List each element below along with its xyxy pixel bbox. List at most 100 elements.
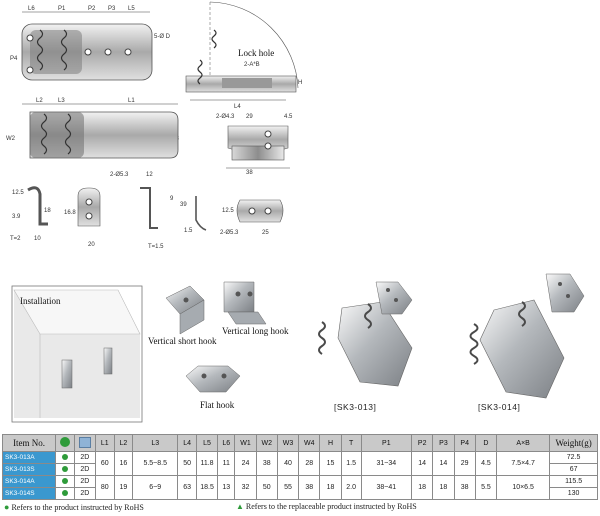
- weight-cell: 72.5: [549, 451, 598, 464]
- mounting-plate-view: 2-Ø4.3 29 4.5 38: [216, 114, 293, 176]
- footnote-replaceable-text: Refers to the replaceable product instru…: [245, 502, 417, 511]
- dim-38: 38: [246, 170, 253, 176]
- cell-t: 1.5: [340, 451, 362, 476]
- rohs-icon: [59, 437, 70, 447]
- triangle-icon: ▲: [236, 502, 244, 511]
- th-d: D: [474, 434, 498, 452]
- dim-29: 29: [246, 114, 253, 120]
- th-l6: L6: [217, 434, 236, 452]
- hook-profile-view: 12.5 3.9 18 T=2 10: [10, 186, 51, 242]
- dim-10: 10: [34, 236, 41, 242]
- dim-168: 16.8: [64, 210, 76, 216]
- th-l1: L1: [94, 434, 115, 452]
- cell-l3: 5.5~8.5: [132, 451, 179, 476]
- dim-20: 20: [88, 242, 95, 248]
- bag-cell: 2D: [73, 475, 96, 488]
- bag-cell: 2D: [73, 463, 96, 476]
- item-code: SK3-013S: [1, 463, 57, 476]
- th-w2: W2: [255, 434, 278, 452]
- side-profile-view: 39 1.5: [180, 196, 207, 234]
- pad-profile-view: 12.5 2-Ø5.3 25: [220, 199, 284, 236]
- cell-w4: 28: [298, 451, 321, 476]
- cell-w1: 32: [234, 475, 257, 500]
- product-sk3-014: [SK3-014]: [469, 273, 585, 412]
- dim-l3: L3: [58, 98, 65, 104]
- sk3-014-caption: [SK3-014]: [478, 402, 520, 412]
- cell-w2: 50: [255, 475, 278, 500]
- th-h: H: [319, 434, 342, 452]
- cell-w4: 38: [298, 475, 321, 500]
- cell-l5: 11.8: [195, 451, 219, 476]
- dim-12: 12: [146, 172, 153, 178]
- dim-2d53-b: 2-Ø5.3: [220, 230, 239, 236]
- latch-top-view: L6 P1 P2 P3 L5 5-Ø D P4: [10, 6, 171, 81]
- dim-h: H: [298, 80, 302, 86]
- cell-axb: 7.5×4.7: [496, 451, 551, 476]
- flat-hook: Flat hook: [185, 365, 241, 410]
- dim-l1: L1: [128, 98, 135, 104]
- catch-profile-view: 2-Ø5.3 16.8 20 12 9 T=1.5: [64, 172, 174, 250]
- table-row: SK3-013A 2D 60 16 5.5~8.5 50 11.8 11 24 …: [1, 451, 598, 476]
- th-p3: P3: [432, 434, 455, 452]
- cell-axb: 10×6.5: [496, 475, 551, 500]
- th-p1: P1: [360, 434, 413, 452]
- cell-t: 2.0: [340, 475, 362, 500]
- th-p2: P2: [411, 434, 434, 452]
- dim-125-a: 12.5: [12, 190, 24, 196]
- cell-l4: 63: [177, 475, 197, 500]
- product-photos: Installation Vertical short hook Vertica…: [11, 273, 585, 423]
- th-weight: Weight(g): [549, 434, 598, 452]
- installation-illustration: Installation: [11, 285, 143, 423]
- latch-side-view: Lock hole 2-A*B L4 H: [185, 1, 302, 110]
- cell-l4: 50: [177, 451, 197, 476]
- dim-p4: P4: [10, 56, 18, 62]
- th-p4: P4: [453, 434, 476, 452]
- dim-18: 18: [44, 208, 51, 214]
- cell-h: 18: [319, 475, 342, 500]
- rohs-dot-icon: [61, 478, 68, 485]
- th-rohs: [55, 434, 75, 452]
- bag-cell: 2D: [73, 451, 96, 464]
- bag-cell: 2D: [73, 487, 96, 500]
- dim-l5: L5: [128, 6, 135, 12]
- rohs-cell: [55, 487, 75, 500]
- weight-cell: 130: [549, 487, 598, 500]
- th-item-no: Item No.: [1, 434, 57, 452]
- flat-hook-label: Flat hook: [200, 400, 235, 410]
- cell-w1: 24: [234, 451, 257, 476]
- cell-p4: 38: [453, 475, 476, 500]
- th-l2: L2: [113, 434, 134, 452]
- dim-2d43: 2-Ø4.3: [216, 114, 235, 120]
- dim-9: 9: [170, 196, 174, 202]
- cell-p4: 29: [453, 451, 476, 476]
- cell-w3: 40: [276, 451, 300, 476]
- cell-l2: 16: [113, 451, 134, 476]
- cell-h: 15: [319, 451, 342, 476]
- dim-l6: L6: [28, 6, 35, 12]
- th-bag: [73, 434, 96, 452]
- dim-125-b: 12.5: [222, 208, 234, 214]
- dim-l4: L4: [234, 104, 241, 110]
- vertical-long-hook: Vertical long hook: [222, 281, 289, 336]
- dim-5d: 5-Ø D: [154, 34, 171, 40]
- product-sk3-013: [SK3-013]: [318, 281, 413, 412]
- cell-p1: 38~41: [360, 475, 413, 500]
- item-code: SK3-013A: [1, 451, 57, 464]
- installation-label: Installation: [20, 296, 61, 306]
- item-code: SK3-014S: [1, 487, 57, 500]
- rohs-cell: [55, 463, 75, 476]
- cell-p1: 31~34: [360, 451, 413, 476]
- item-code: SK3-014A: [1, 475, 57, 488]
- spec-table: Item No. L1 L2 L3 L4 L5 L6 W1 W2 W3 W4 H…: [1, 434, 598, 500]
- dim-2d53-a: 2-Ø5.3: [110, 172, 129, 178]
- sk3-013-caption: [SK3-013]: [334, 402, 376, 412]
- table-header-row: Item No. L1 L2 L3 L4 L5 L6 W1 W2 W3 W4 H…: [1, 434, 598, 452]
- cell-p3: 14: [432, 451, 455, 476]
- rohs-dot-icon: [61, 490, 68, 497]
- vertical-short-hook: Vertical short hook: [148, 285, 217, 346]
- dim-2ab: 2-A*B: [244, 62, 260, 68]
- cell-w3: 55: [276, 475, 300, 500]
- cell-l1: 80: [94, 475, 115, 500]
- th-l5: L5: [195, 434, 219, 452]
- cell-p2: 18: [411, 475, 434, 500]
